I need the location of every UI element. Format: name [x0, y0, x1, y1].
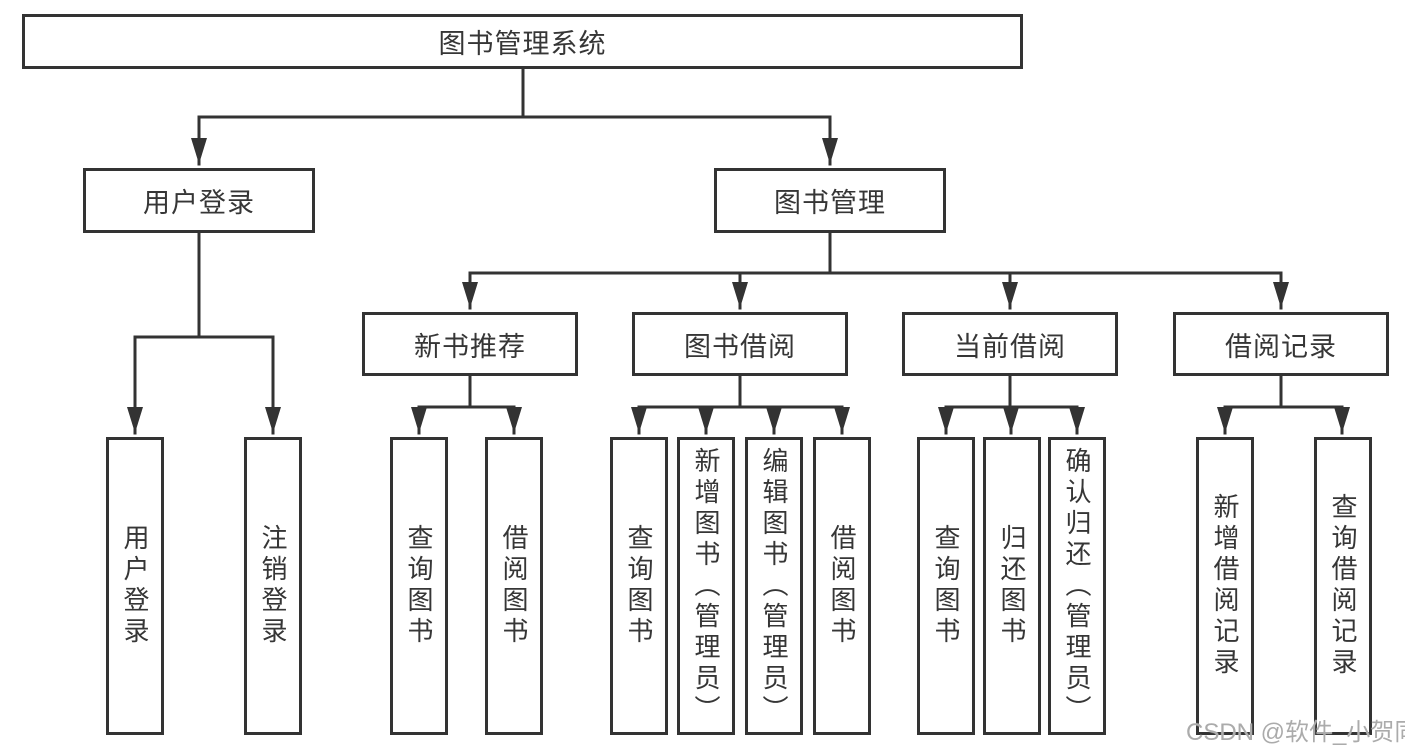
leaf-user-login-label: 用户登录	[120, 524, 150, 648]
leaf-current-return-books-label: 归还图书	[997, 524, 1027, 648]
node-book-management-branch: 图书管理	[714, 168, 946, 233]
leaf-logout-label: 注销登录	[258, 524, 288, 648]
node-root-label: 图书管理系统	[438, 29, 607, 59]
leaf-borrow-add-books-admin-label: 新增图书（管理员）	[691, 446, 721, 726]
leaf-borrow-add-books-admin: 新增图书（管理员）	[677, 437, 735, 735]
node-book-borrow-label: 图书借阅	[684, 331, 796, 362]
node-user-login-branch: 用户登录	[83, 168, 315, 233]
leaf-logout: 注销登录	[244, 437, 302, 735]
node-book-borrow: 图书借阅	[632, 312, 848, 376]
leaf-current-return-books: 归还图书	[983, 437, 1041, 735]
leaf-newbook-query-books-label: 查询图书	[404, 524, 434, 648]
leaf-records-query-record-label: 查询借阅记录	[1328, 493, 1358, 679]
leaf-current-confirm-return-admin: 确认归还（管理员）	[1048, 437, 1106, 735]
leaf-borrow-borrow-books-label: 借阅图书	[827, 524, 857, 648]
node-user-login-label: 用户登录	[143, 188, 255, 218]
leaf-records-add-record-label: 新增借阅记录	[1210, 493, 1240, 679]
node-new-book-recommend: 新书推荐	[362, 312, 578, 376]
leaf-borrow-edit-books-admin: 编辑图书（管理员）	[745, 437, 803, 735]
leaf-current-query-books-label: 查询图书	[931, 524, 961, 648]
leaf-newbook-borrow-books-label: 借阅图书	[499, 524, 529, 648]
node-root-system: 图书管理系统	[22, 14, 1023, 69]
node-current-borrow-label: 当前借阅	[954, 331, 1066, 362]
leaf-borrow-query-books: 查询图书	[610, 437, 668, 735]
leaf-borrow-edit-books-admin-label: 编辑图书（管理员）	[759, 446, 789, 726]
leaf-newbook-query-books: 查询图书	[390, 437, 448, 735]
leaf-records-query-record: 查询借阅记录	[1314, 437, 1372, 735]
leaf-current-query-books: 查询图书	[917, 437, 975, 735]
node-book-management-label: 图书管理	[774, 188, 886, 218]
leaf-borrow-borrow-books: 借阅图书	[813, 437, 871, 735]
node-borrow-records: 借阅记录	[1173, 312, 1389, 376]
node-borrow-records-label: 借阅记录	[1225, 331, 1337, 362]
leaf-borrow-query-books-label: 查询图书	[624, 524, 654, 648]
leaf-newbook-borrow-books: 借阅图书	[485, 437, 543, 735]
node-new-book-recommend-label: 新书推荐	[414, 331, 526, 362]
leaf-current-confirm-return-admin-label: 确认归还（管理员）	[1062, 446, 1092, 726]
node-current-borrow: 当前借阅	[902, 312, 1118, 376]
csdn-watermark: CSDN @软件_小贺同学	[1186, 719, 1405, 746]
leaf-user-login: 用户登录	[106, 437, 164, 735]
leaf-records-add-record: 新增借阅记录	[1196, 437, 1254, 735]
